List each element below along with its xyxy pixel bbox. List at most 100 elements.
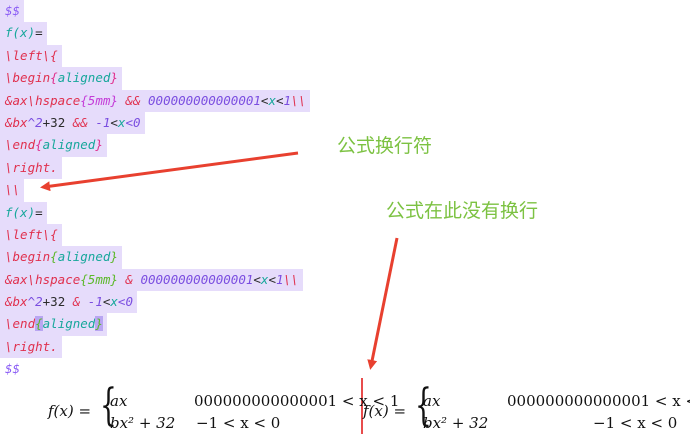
code-token: = (35, 204, 43, 220)
code-line[interactable]: \right. (0, 335, 310, 359)
code-token: 2 (35, 294, 43, 310)
code-token: & (65, 294, 88, 310)
code-token: \\ (283, 271, 299, 287)
code-line[interactable]: \left\{ (0, 223, 310, 247)
code-line[interactable]: f(x)= (0, 22, 310, 45)
line-highlight: &ax\hspace{5mm} & 000000000000001<x<1\\ (0, 268, 303, 292)
code-line[interactable]: \begin{aligned} (0, 67, 310, 90)
code-token: {5mm} (80, 92, 118, 108)
code-token: } (95, 137, 103, 153)
line-highlight: \\ (0, 179, 25, 202)
code-token: \begin (5, 70, 51, 86)
line-highlight: \right. (0, 335, 62, 359)
code-line[interactable]: &bx^2+32 & -1<x<0 (0, 291, 310, 314)
code-line[interactable]: \begin{aligned} (0, 246, 310, 269)
code-token: 000000000000001 (140, 271, 254, 287)
code-token: } (95, 316, 103, 332)
code-token: \end (5, 316, 36, 332)
left-brace: { (100, 380, 117, 431)
line-highlight: \right. (0, 156, 62, 180)
code-token: { (50, 70, 58, 86)
code-token: -1 (87, 294, 103, 310)
code-token: -1 (95, 114, 111, 130)
code-token: x (260, 271, 269, 287)
row1-left: ax (110, 392, 128, 410)
code-token: < (110, 114, 118, 130)
code-token: < (260, 92, 269, 108)
code-line[interactable]: $$ (0, 358, 310, 380)
code-token: +32 (42, 114, 66, 130)
line-break-annotation: 公式换行符 (337, 135, 433, 157)
line-highlight: &ax\hspace{5mm} && 000000000000001<x<1\\ (0, 89, 311, 112)
code-token: \left\{ (5, 226, 58, 242)
code-line[interactable]: &bx^2+32 && -1<x<0 (0, 111, 310, 135)
line-highlight: f(x)= (0, 22, 47, 45)
code-token: && (117, 92, 149, 108)
code-token: x (117, 114, 126, 130)
code-token: & (117, 271, 141, 287)
row1-right: 000000000000001 < x < 1 (194, 392, 400, 410)
code-token: x (268, 92, 276, 108)
code-token: ^ (27, 114, 36, 130)
code-token: &bx (5, 294, 28, 310)
code-token: < (102, 294, 111, 310)
line-highlight: &bx^2+32 & -1<x<0 (0, 291, 137, 314)
code-token: aligned (57, 70, 111, 86)
code-token: $$ (5, 3, 21, 18)
code-token: \\ (291, 92, 307, 108)
code-token: 1 (283, 92, 292, 108)
code-token: = (35, 25, 43, 41)
code-token: aligned (42, 137, 96, 153)
arrow-to-line-break (40, 151, 299, 192)
code-token: <0 (125, 114, 141, 130)
code-line[interactable]: \left\{ (0, 44, 310, 68)
code-token: aligned (42, 316, 96, 332)
code-line[interactable]: \\ (0, 179, 310, 202)
line-highlight: &bx^2+32 && -1<x<0 (0, 111, 145, 135)
code-token: &ax\hspace (5, 271, 81, 287)
row1-right: 000000000000001 < x < 1 (507, 392, 690, 410)
code-token: < (253, 271, 261, 287)
code-token: {5mm} (80, 271, 118, 287)
code-token: <0 (117, 294, 133, 310)
code-line[interactable]: \end{aligned} (0, 134, 310, 157)
code-line[interactable]: f(x)= (0, 201, 310, 224)
row2-right: −1 < x < 0 (593, 414, 678, 432)
code-line[interactable]: $$ (0, 0, 310, 23)
code-token: } (110, 70, 118, 86)
code-line[interactable]: &ax\hspace{5mm} && 000000000000001<x<1\\ (0, 89, 311, 112)
code-line[interactable]: \end{aligned} (0, 313, 310, 336)
line-highlight: \end{aligned} (0, 134, 107, 157)
left-brace: { (415, 380, 432, 431)
formula-lhs: f(x) = (48, 402, 92, 420)
code-token: $$ (5, 361, 21, 377)
code-token: +32 (42, 294, 66, 310)
line-highlight: \end{aligned} (0, 313, 107, 336)
code-token: \right. (5, 338, 58, 354)
code-token: \left\{ (5, 47, 58, 63)
code-token: } (110, 249, 118, 265)
row2-left: bx² + 32 (110, 414, 176, 432)
line-highlight: \left\{ (0, 44, 62, 68)
code-line[interactable]: \right. (0, 156, 310, 180)
code-token: \\ (5, 182, 21, 198)
code-token: &ax\hspace (5, 92, 81, 108)
code-editor[interactable]: $$f(x)=\left\{\begin{aligned}&ax\hspace{… (0, 0, 311, 381)
code-token: 000000000000001 (148, 92, 261, 108)
row1-left: ax (423, 392, 441, 410)
code-token: aligned (57, 249, 111, 265)
code-line[interactable]: &ax\hspace{5mm} & 000000000000001<x<1\\ (0, 268, 310, 292)
code-token: { (35, 137, 43, 153)
code-token: \begin (5, 249, 51, 265)
code-token: 1 (275, 271, 284, 287)
code-token: f(x) (5, 25, 36, 41)
code-token: \right. (5, 159, 58, 175)
row2-right: −1 < x < 0 (196, 414, 281, 432)
code-token: &bx (5, 114, 28, 130)
code-token: \end (5, 137, 36, 153)
line-highlight: \left\{ (0, 223, 62, 247)
line-highlight: \begin{aligned} (0, 246, 122, 269)
code-token: { (50, 249, 58, 265)
row2-left: bx² + 32 (423, 414, 489, 432)
